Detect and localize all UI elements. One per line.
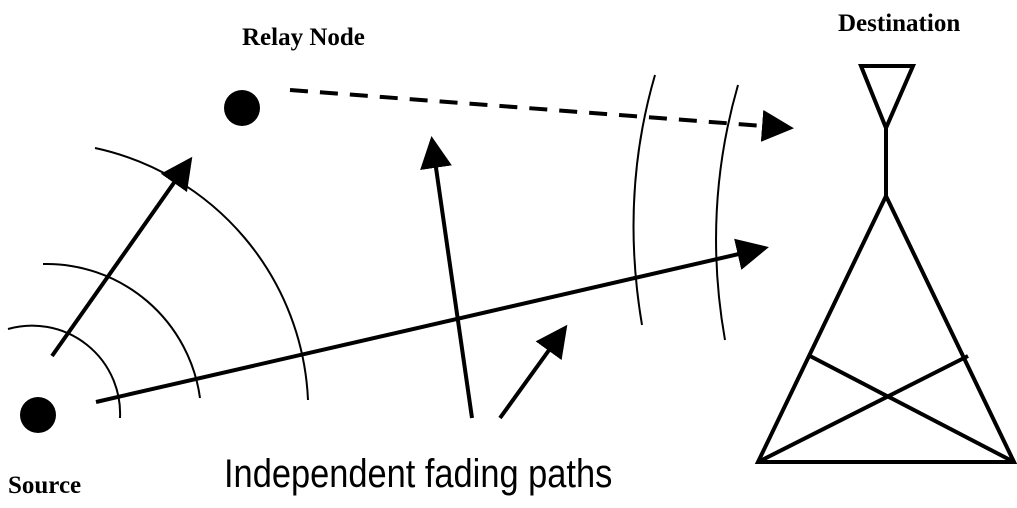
antenna-brace-2 xyxy=(757,354,969,464)
fading-pointer-arrow-2 xyxy=(498,324,568,420)
wavefront-arc-3 xyxy=(94,147,309,401)
relay-node-label: Relay Node xyxy=(242,24,365,51)
destination-wavefront-1 xyxy=(632,74,656,326)
antenna-tower-icon xyxy=(754,64,1017,464)
source-label: Source xyxy=(8,472,82,499)
antenna-brace-1 xyxy=(809,354,1015,464)
relay-node xyxy=(224,90,260,126)
destination-label: Destination xyxy=(838,10,961,37)
source-to-relay-arrow xyxy=(50,156,193,358)
antenna-tip xyxy=(858,64,917,134)
relay-to-destination-arrow xyxy=(289,88,794,142)
destination-wavefront-2 xyxy=(715,84,739,341)
fading-pointer-arrow-1 xyxy=(420,136,474,419)
antenna-body xyxy=(754,191,1017,464)
source-to-destination-arrow xyxy=(95,238,769,404)
wavefront-arc-2 xyxy=(42,262,201,399)
destination-wavefronts xyxy=(632,74,739,341)
diagram-caption: Independent fading paths xyxy=(224,452,613,496)
wavefront-arcs xyxy=(7,147,309,419)
source-node xyxy=(20,397,56,433)
